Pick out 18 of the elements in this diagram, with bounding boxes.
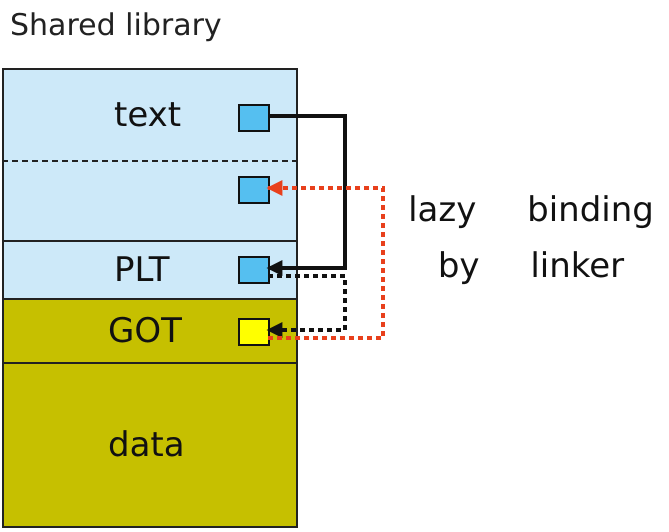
pointer-square bbox=[238, 256, 270, 284]
got-section bbox=[2, 298, 298, 364]
section-label: data bbox=[108, 425, 185, 465]
data-section bbox=[2, 362, 298, 528]
memory-section bbox=[2, 160, 298, 242]
memory-section bbox=[2, 68, 298, 162]
section-label: PLT bbox=[114, 250, 170, 290]
pointer-square bbox=[238, 318, 270, 346]
section-label: GOT bbox=[108, 311, 182, 351]
section-heading: Shared library bbox=[10, 8, 222, 43]
annotation-text: lazy binding by linker bbox=[407, 189, 655, 288]
section-label: text bbox=[114, 95, 182, 135]
connector-arrow bbox=[266, 274, 347, 338]
pointer-square bbox=[238, 104, 270, 132]
plt-section bbox=[2, 240, 298, 300]
pointer-square bbox=[238, 176, 270, 204]
connector-arrow bbox=[266, 180, 385, 340]
connector-arrow bbox=[266, 114, 347, 276]
